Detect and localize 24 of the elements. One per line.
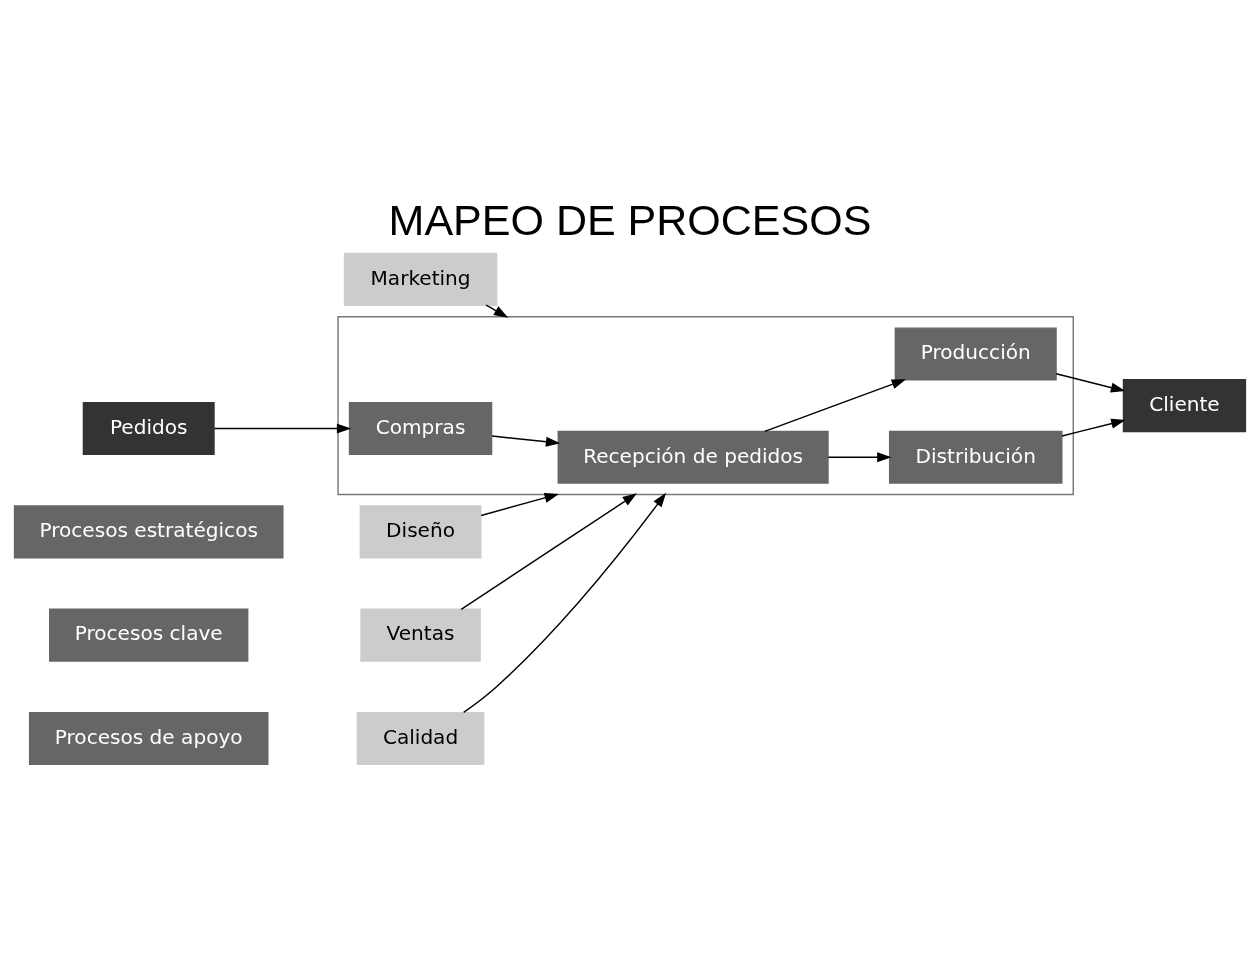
- arrow: [827, 451, 892, 462]
- node-box: Cliente: [1122, 378, 1247, 432]
- node-box: Marketing: [343, 252, 498, 306]
- arrow: [480, 492, 559, 516]
- node-box: Procesos clave: [49, 608, 249, 662]
- node-box: Calidad: [356, 711, 485, 765]
- node-box: Diseño: [359, 504, 482, 558]
- node-box: Pedidos: [82, 401, 215, 455]
- node-box: Recepción de pedidos: [557, 430, 829, 484]
- arrow: [1055, 372, 1126, 392]
- node-box: Producción: [894, 326, 1057, 380]
- arrow: [1061, 418, 1126, 437]
- arrow: [463, 492, 667, 713]
- arrow: [491, 434, 561, 447]
- arrow: [460, 492, 637, 610]
- arrow: [485, 304, 509, 318]
- node-box: Ventas: [360, 608, 481, 662]
- arrow: [213, 423, 352, 434]
- node-box: Compras: [348, 401, 493, 455]
- node-box: Procesos de apoyo: [28, 711, 269, 765]
- diagram-title: MAPEO DE PROCESOS: [388, 195, 872, 244]
- node-box: Distribución: [888, 430, 1063, 484]
- arrow: [764, 378, 907, 432]
- node-box: Procesos estratégicos: [13, 504, 284, 558]
